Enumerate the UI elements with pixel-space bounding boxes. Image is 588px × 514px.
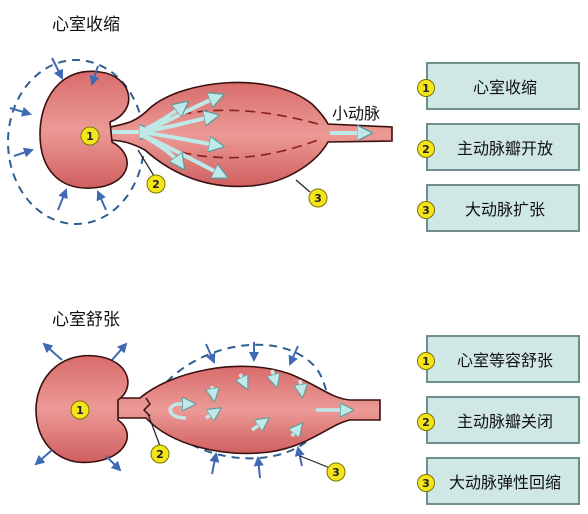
bottom-flow-arrows — [168, 369, 350, 436]
bottom-artery-dashed-upper — [149, 343, 327, 405]
pressure-arrow — [42, 342, 63, 361]
bottom-title: 心室舒张 — [52, 310, 120, 330]
svg-text:1: 1 — [86, 130, 94, 143]
legend-badge: 1 — [417, 79, 435, 97]
legend-text: 主动脉瓣开放 — [456, 139, 553, 158]
svg-text:3: 3 — [314, 192, 322, 205]
bottom-legend-item-1: 1 心室等容舒张 — [417, 335, 580, 383]
legend-text: 心室等容舒张 — [456, 351, 553, 370]
legend-text: 心室收缩 — [472, 78, 537, 97]
top-legend-item-3: 3 大动脉扩张 — [417, 184, 580, 232]
legend-badge: 1 — [417, 352, 435, 370]
svg-text:2: 2 — [152, 178, 160, 191]
top-marker-2: 2 — [146, 174, 166, 194]
svg-text:1: 1 — [76, 404, 84, 417]
top-artery-dashed-upper — [165, 109, 319, 125]
bottom-aortic-valve — [142, 397, 151, 417]
top-title: 心室收缩 — [52, 15, 120, 35]
flow-arrow — [250, 420, 266, 432]
small-artery-label: 小动脉 — [332, 104, 380, 123]
pressure-arrow — [253, 456, 264, 479]
flow-arrow — [205, 410, 218, 418]
bottom-legend-item-2: 2 主动脉瓣关闭 — [417, 396, 580, 444]
legend-text: 主动脉瓣关闭 — [456, 412, 553, 431]
pressure-arrow — [51, 57, 63, 80]
bottom-marker-1: 1 — [70, 400, 90, 420]
flow-arrow — [139, 130, 220, 146]
legend-text: 大动脉弹性回缩 — [448, 473, 561, 492]
flow-arrow — [212, 385, 214, 398]
flow-arrow — [300, 379, 302, 394]
bottom-legend-item-3: 3 大动脉弹性回缩 — [417, 457, 580, 505]
legend-badge: 2 — [417, 413, 435, 431]
bottom-pressure-arrows — [34, 342, 305, 479]
top-marker-1: 1 — [80, 126, 100, 146]
top-leader-3 — [295, 179, 311, 193]
flow-arrow — [139, 132, 182, 166]
top-pressure-arrows — [9, 57, 107, 211]
pressure-arrow — [13, 147, 34, 158]
svg-text:3: 3 — [332, 466, 340, 479]
bottom-artery-body — [111, 365, 381, 455]
legend-badge: 3 — [417, 201, 435, 219]
flow-arrow — [272, 369, 276, 384]
bottom-marker-3: 3 — [326, 462, 346, 482]
pressure-arrow — [96, 190, 107, 211]
flow-arrow — [139, 116, 215, 134]
bottom-marker-2: 2 — [150, 444, 170, 464]
top-flow-arrows — [112, 96, 368, 176]
pressure-arrow — [294, 446, 305, 467]
pressure-arrow — [9, 106, 32, 117]
flow-arrow — [168, 404, 192, 420]
top-legend-item-1: 1 心室收缩 — [417, 62, 580, 110]
pressure-arrow — [105, 455, 122, 472]
pressure-arrow — [205, 343, 216, 364]
bottom-leader-2 — [147, 413, 161, 447]
pressure-arrow — [209, 452, 220, 475]
bottom-leader-3 — [299, 455, 331, 469]
legend-badge: 2 — [417, 140, 435, 158]
legend-text: 大动脉扩张 — [464, 200, 545, 219]
pressure-arrow — [57, 188, 68, 211]
pressure-arrow — [34, 449, 53, 466]
top-legend-item-2: 2 主动脉瓣开放 — [417, 123, 580, 171]
pressure-arrow — [288, 345, 299, 366]
legend-badge: 3 — [417, 474, 435, 492]
flow-arrow — [292, 426, 300, 436]
flow-arrow — [240, 373, 246, 386]
top-leader-2 — [137, 149, 155, 177]
pressure-arrow — [89, 65, 100, 86]
top-marker-3: 3 — [308, 188, 328, 208]
svg-text:2: 2 — [156, 448, 164, 461]
pressure-arrow — [111, 342, 128, 361]
